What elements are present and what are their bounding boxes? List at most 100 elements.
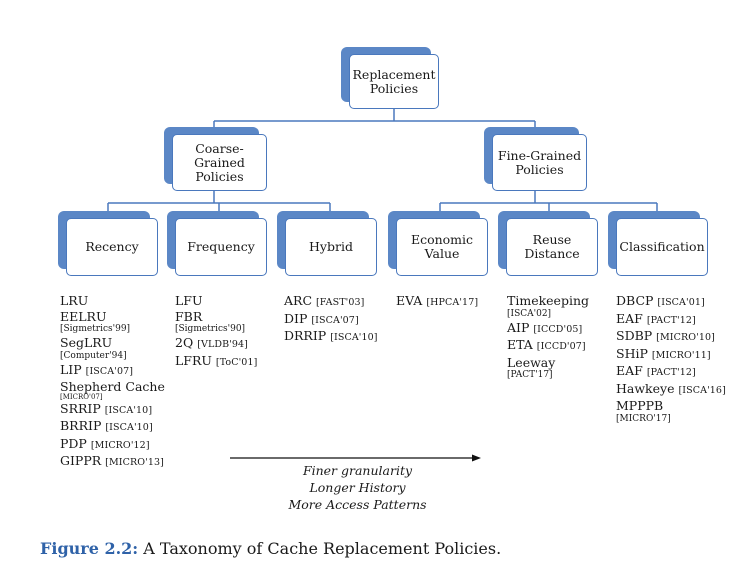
policy-item: EELRU	[60, 309, 165, 325]
policy-item: 2Q [VLDB'94]	[175, 335, 257, 353]
policy-citation: [ICCD'07]	[536, 341, 586, 352]
policy-item: DBCP [ISCA'01]	[616, 293, 726, 311]
policy-citation: [ISCA'02]	[507, 308, 552, 319]
policy-citation: [PACT'12]	[646, 367, 696, 378]
arrow-label-line: Longer History	[309, 480, 406, 495]
policy-citation: [HPCA'17]	[426, 297, 479, 308]
policy-citation: [ISCA'10]	[330, 332, 378, 343]
policy-item: ARC [FAST'03]	[284, 293, 378, 311]
policy-item: BRRIP [ISCA'10]	[60, 418, 165, 436]
node-label: Reuse Distance	[506, 218, 598, 276]
policy-name: PDP	[60, 435, 87, 451]
node-frequency: Frequency	[167, 211, 267, 276]
policy-item: SDBP [MICRO'10]	[616, 328, 726, 346]
policy-item: LFRU [ToC'01]	[175, 353, 257, 371]
node-label: Coarse-Grained Policies	[172, 134, 267, 191]
policy-citation: [MICRO'11]	[651, 349, 711, 361]
policy-citation: [VLDB'94]	[197, 339, 248, 350]
node-classification: Classification	[608, 211, 708, 276]
policy-item: LFU	[175, 293, 257, 309]
policy-citation: [ISCA'07]	[311, 314, 359, 326]
policy-name: LFU	[175, 293, 203, 308]
policy-item: Shepherd Cache	[60, 379, 165, 395]
node-hybrid: Hybrid	[277, 211, 377, 276]
policy-item: Timekeeping	[507, 293, 589, 309]
policy-item: FBR	[175, 309, 257, 325]
hybrid-policy-list: ARC [FAST'03]DIP [ISCA'07]DRRIP [ISCA'10…	[284, 293, 378, 346]
policy-name: Hawkeye	[616, 380, 675, 396]
figure-label: Figure 2.2:	[40, 539, 139, 558]
figure-caption-text: A Taxonomy of Cache Replacement Policies…	[143, 539, 502, 558]
policy-citation: [Computer'94]	[60, 350, 127, 361]
policy-citation: [ISCA'01]	[657, 297, 705, 308]
policy-name: SHiP	[616, 345, 648, 361]
node-label: Frequency	[175, 218, 267, 276]
policy-name: EAF	[616, 310, 643, 326]
arrow-label-line: More Access Patterns	[288, 497, 427, 512]
policy-name: Leeway	[507, 354, 556, 370]
node-reuse-distance: Reuse Distance	[498, 211, 598, 276]
node-coarse-grained: Coarse-Grained Policies	[164, 127, 267, 191]
policy-item: ETA [ICCD'07]	[507, 337, 589, 355]
policy-name: MPPPB	[616, 398, 664, 413]
node-label: Fine-Grained Policies	[492, 134, 587, 191]
classification-policy-list: DBCP [ISCA'01]EAF [PACT'12]SDBP [MICRO'1…	[616, 293, 726, 425]
policy-name: SRRIP	[60, 400, 101, 416]
policy-item: EAF [PACT'12]	[616, 363, 726, 381]
policy-citation: [Sigmetrics'99]	[60, 324, 131, 334]
arrow-label-line: Finer granularity	[302, 463, 413, 478]
policy-name: SDBP	[616, 328, 653, 343]
policy-name: EELRU	[60, 308, 107, 324]
policy-item: Hawkeye [ISCA'16]	[616, 381, 726, 399]
node-economic-value: Economic Value	[388, 211, 488, 276]
policy-item: EVA [HPCA'17]	[396, 293, 478, 311]
policy-citation: [MICRO'13]	[105, 457, 164, 468]
policy-item: SHiP [MICRO'11]	[616, 346, 726, 364]
node-recency: Recency	[58, 211, 158, 276]
policy-name: BRRIP	[60, 418, 102, 433]
reuse-policy-list: Timekeeping[ISCA'02]AIP [ICCD'05]ETA [IC…	[507, 293, 589, 381]
policy-name: SegLRU	[60, 335, 113, 350]
policy-name: Shepherd Cache	[60, 379, 165, 394]
policy-name: EAF	[616, 363, 643, 378]
policy-name: GIPPR	[60, 453, 102, 468]
policy-name: Timekeeping	[507, 293, 590, 308]
policy-item: GIPPR [MICRO'13]	[60, 453, 165, 471]
policy-item: DRRIP [ISCA'10]	[284, 328, 378, 346]
policy-item: EAF [PACT'12]	[616, 311, 726, 329]
figure-caption: Figure 2.2: A Taxonomy of Cache Replacem…	[40, 539, 501, 558]
policy-name: DRRIP	[284, 328, 327, 343]
economic-policy-list: EVA [HPCA'17]	[396, 293, 478, 311]
policy-name: DBCP	[616, 293, 654, 308]
policy-item: DIP [ISCA'07]	[284, 311, 378, 329]
policy-name: AIP	[507, 319, 530, 335]
policy-citation: [PACT'12]	[646, 314, 696, 326]
node-label: Recency	[66, 218, 158, 276]
policy-name: DIP	[284, 310, 308, 326]
policy-citation: [ISCA'10]	[105, 422, 153, 433]
policy-citation: [ISCA'07]	[85, 365, 134, 377]
node-replacement-policies: Replacement Policies	[341, 47, 439, 109]
policy-name: ARC	[284, 293, 313, 308]
policy-citation: [MICRO'10]	[656, 332, 715, 343]
policy-citation: [ISCA'16]	[678, 384, 726, 396]
granularity-arrow	[230, 454, 481, 462]
policy-item: LRU	[60, 293, 165, 309]
node-label: Classification	[616, 218, 708, 276]
policy-citation: [ISCA'10]	[104, 404, 153, 416]
node-label: Economic Value	[396, 218, 488, 276]
policy-name: FBR	[175, 308, 203, 324]
arrow-label: Finer granularity Longer History More Ac…	[270, 462, 445, 513]
policy-item: AIP [ICCD'05]	[507, 320, 589, 338]
policy-item: MPPPB	[616, 398, 726, 414]
node-fine-grained: Fine-Grained Policies	[484, 127, 587, 191]
policy-item: LIP [ISCA'07]	[60, 362, 165, 380]
policy-citation: [Sigmetrics'90]	[175, 324, 246, 334]
policy-citation: [PACT'17]	[507, 370, 553, 380]
policy-citation: [ICCD'05]	[533, 323, 583, 335]
policy-name: LFRU	[175, 352, 212, 368]
policy-item: SegLRU	[60, 335, 165, 351]
policy-name: ETA	[507, 337, 533, 352]
